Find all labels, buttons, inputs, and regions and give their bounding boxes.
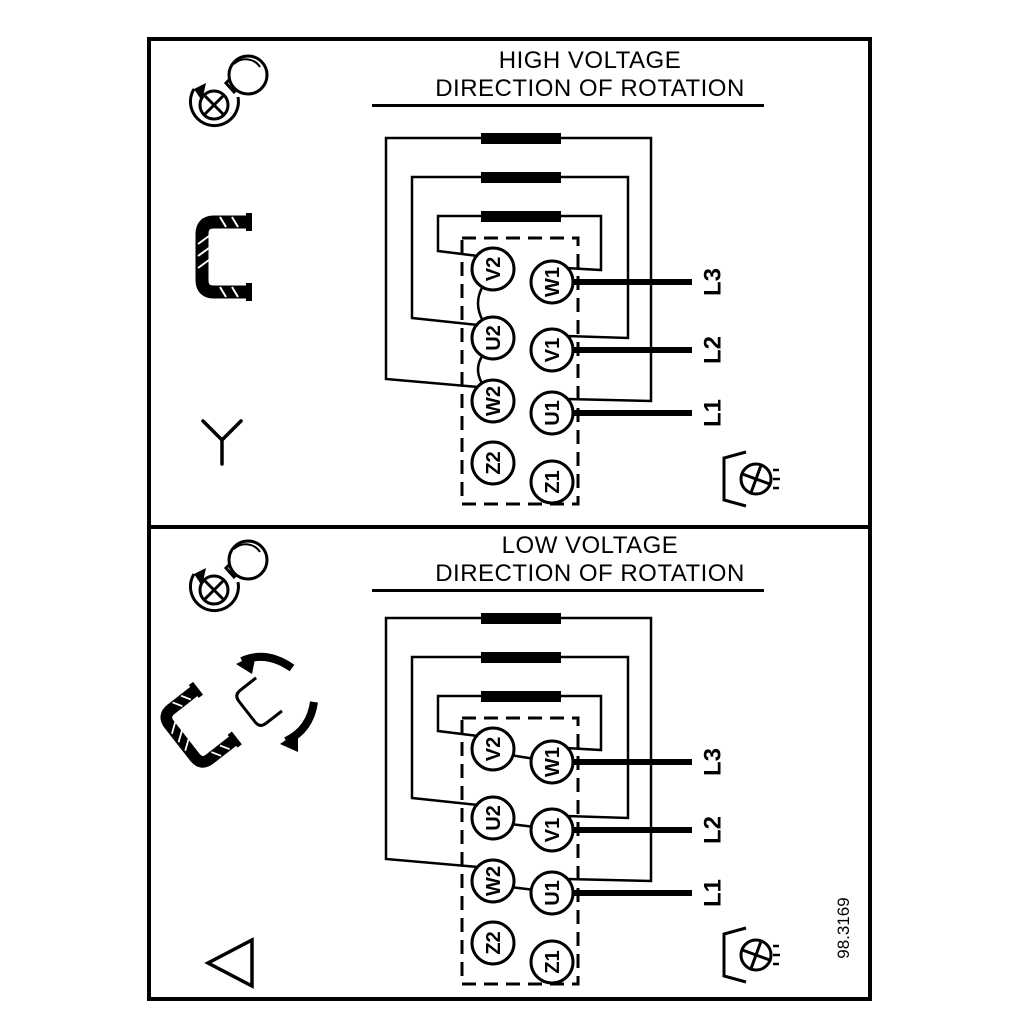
terminal-z2 bbox=[470, 920, 516, 966]
delta-assembly-icon bbox=[160, 652, 318, 768]
terminal-u2 bbox=[470, 315, 516, 361]
panel-high-voltage: HIGH VOLTAGE DIRECTION OF ROTATION bbox=[188, 47, 780, 508]
screw-cross-2 bbox=[203, 94, 225, 116]
screw-cap-detail bbox=[233, 58, 261, 68]
supply-lines: L3 L2 L1 bbox=[573, 748, 726, 907]
screw-cap-detail bbox=[233, 543, 261, 553]
delta-connection-icon bbox=[204, 937, 254, 989]
terminal-w2 bbox=[470, 378, 516, 424]
link-end-bottom bbox=[246, 283, 252, 301]
jumper-bar bbox=[481, 691, 561, 702]
terminal-u1 bbox=[529, 870, 575, 916]
terminal-label: U1 bbox=[542, 400, 564, 426]
wires bbox=[384, 136, 653, 403]
terminal-link-icon bbox=[195, 213, 252, 301]
terminal-label: W2 bbox=[483, 866, 505, 896]
line-label-l3: L3 bbox=[699, 748, 726, 776]
terminal-block bbox=[460, 236, 580, 506]
terminal-w2 bbox=[470, 858, 516, 904]
jumper-bar bbox=[481, 211, 561, 222]
panel-low-voltage: LOW VOLTAGE DIRECTION OF ROTATION bbox=[160, 532, 853, 989]
line-label-l2: L2 bbox=[699, 816, 726, 844]
terminal-w1 bbox=[529, 739, 575, 785]
panel-subtitle: DIRECTION OF ROTATION bbox=[435, 75, 745, 102]
title-underline bbox=[372, 104, 764, 107]
link-end-top bbox=[188, 681, 204, 698]
line-label-l2: L2 bbox=[699, 336, 726, 364]
ground-screw-icon bbox=[722, 450, 780, 508]
wires bbox=[384, 616, 653, 892]
assembly-arrowhead-2 bbox=[280, 732, 298, 752]
terminal-label: U2 bbox=[483, 325, 505, 351]
link-hatching bbox=[197, 216, 239, 298]
rotation-arrow bbox=[188, 573, 240, 613]
jumper-bar bbox=[481, 613, 561, 624]
jumper-bar bbox=[481, 172, 561, 183]
terminals: V2 U2 W2 Z2 W1 V1 U1 Z1 bbox=[470, 726, 575, 985]
rotation-arrow bbox=[188, 88, 240, 128]
terminal-v1 bbox=[529, 807, 575, 853]
terminal-label: Z1 bbox=[542, 470, 564, 493]
link-bracket bbox=[160, 685, 238, 768]
terminal-label: V2 bbox=[483, 737, 505, 761]
line-label-l1: L1 bbox=[699, 399, 726, 427]
link-bracket-outline bbox=[235, 676, 283, 727]
terminal-label: W1 bbox=[542, 267, 564, 297]
ground-screw-icon bbox=[722, 926, 780, 984]
supply-lines: L3 L2 L1 bbox=[573, 268, 726, 427]
terminal-block bbox=[460, 716, 580, 986]
terminal-z1 bbox=[529, 459, 575, 505]
link-bracket bbox=[195, 215, 248, 299]
terminal-z2 bbox=[470, 440, 516, 486]
terminals: V2 U2 W2 Z2 W1 V1 U1 Z1 bbox=[470, 246, 575, 505]
terminal-u1 bbox=[529, 390, 575, 436]
terminal-v2 bbox=[470, 726, 516, 772]
panel-subtitle: DIRECTION OF ROTATION bbox=[435, 560, 745, 587]
jumper-bar bbox=[481, 652, 561, 663]
diagram-frame bbox=[147, 37, 872, 1001]
jumper-bars bbox=[481, 613, 561, 702]
screw-cross-2 bbox=[203, 579, 225, 601]
jumper-bar bbox=[481, 133, 561, 144]
terminal-label: Z1 bbox=[542, 950, 564, 973]
terminal-v2 bbox=[470, 246, 516, 292]
figure-number: 98.3169 bbox=[834, 897, 853, 958]
screw-cap bbox=[227, 54, 269, 96]
terminal-u2 bbox=[470, 795, 516, 841]
line-label-l3: L3 bbox=[699, 268, 726, 296]
title-underline bbox=[372, 589, 764, 592]
terminal-label: W2 bbox=[483, 386, 505, 416]
terminal-label: Z2 bbox=[483, 931, 505, 954]
terminal-label: W1 bbox=[542, 747, 564, 777]
panel-title: HIGH VOLTAGE bbox=[499, 47, 681, 74]
screw-cap bbox=[227, 539, 269, 581]
star-link-v2-u2 bbox=[476, 285, 485, 322]
assembly-arrowhead-1 bbox=[236, 654, 256, 674]
terminal-v1 bbox=[529, 327, 575, 373]
jumper-bars bbox=[481, 133, 561, 222]
terminal-label: U2 bbox=[483, 805, 505, 831]
terminal-label: U1 bbox=[542, 880, 564, 906]
star-connection-icon bbox=[201, 419, 243, 466]
terminal-label: Z2 bbox=[483, 451, 505, 474]
line-label-l1: L1 bbox=[699, 879, 726, 907]
terminal-z1 bbox=[529, 939, 575, 985]
link-end-bottom bbox=[227, 731, 242, 748]
terminal-label: V1 bbox=[542, 818, 564, 842]
terminal-label: V1 bbox=[542, 338, 564, 362]
link-end-top bbox=[246, 213, 252, 231]
terminal-label: V2 bbox=[483, 257, 505, 281]
screw-rotation-icon bbox=[188, 539, 269, 613]
screw-rotation-icon bbox=[188, 54, 269, 128]
panel-title: LOW VOLTAGE bbox=[502, 532, 679, 559]
terminal-w1 bbox=[529, 259, 575, 305]
